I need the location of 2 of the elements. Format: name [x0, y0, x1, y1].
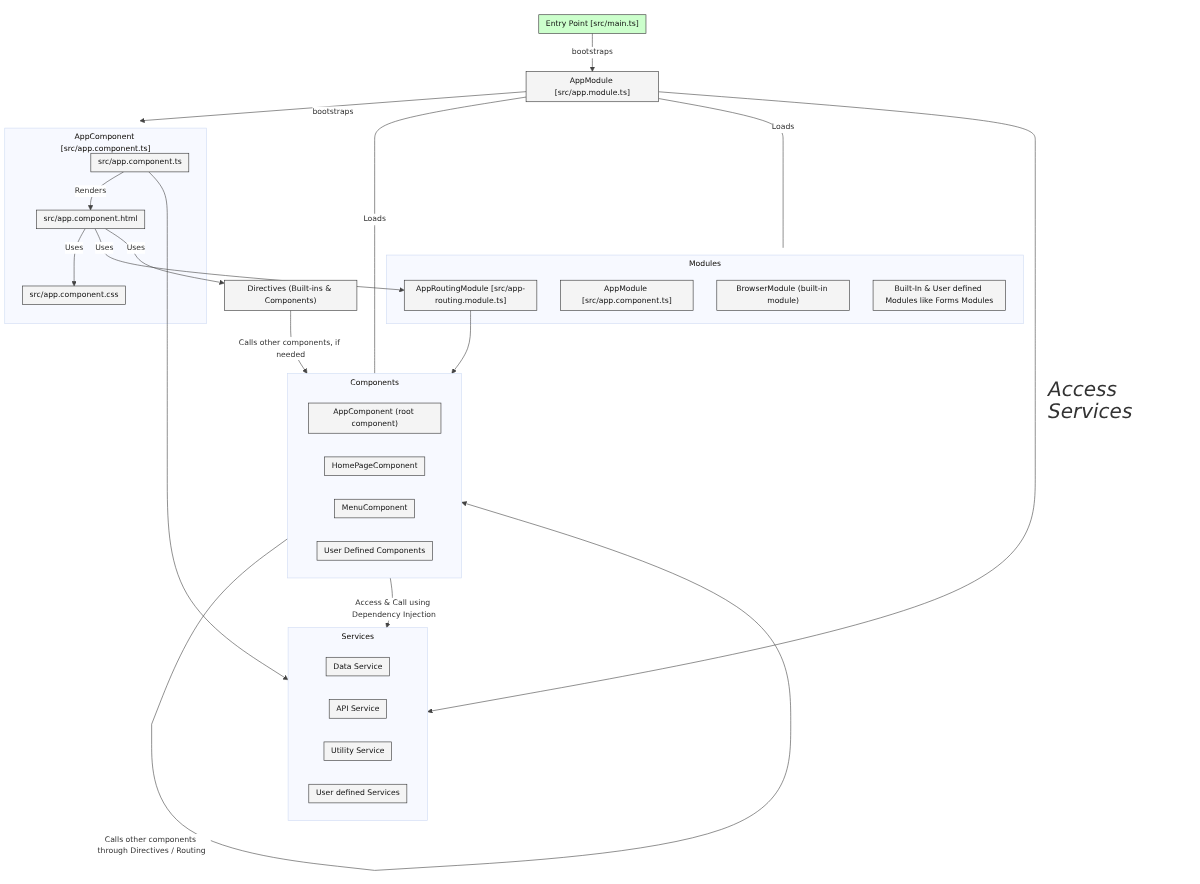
connector	[658, 97, 784, 248]
note-text: Access Services	[1048, 380, 1135, 424]
